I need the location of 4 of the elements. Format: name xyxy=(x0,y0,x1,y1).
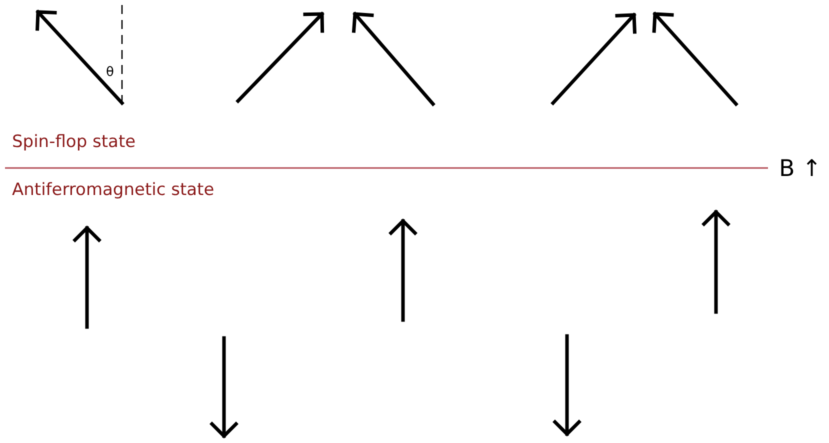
state-label: Antiferromagnetic state xyxy=(12,182,214,199)
state-label: Spin-flop state xyxy=(12,134,136,151)
field-label: B ↑ xyxy=(779,158,822,181)
angle-symbol: θ xyxy=(106,66,114,79)
